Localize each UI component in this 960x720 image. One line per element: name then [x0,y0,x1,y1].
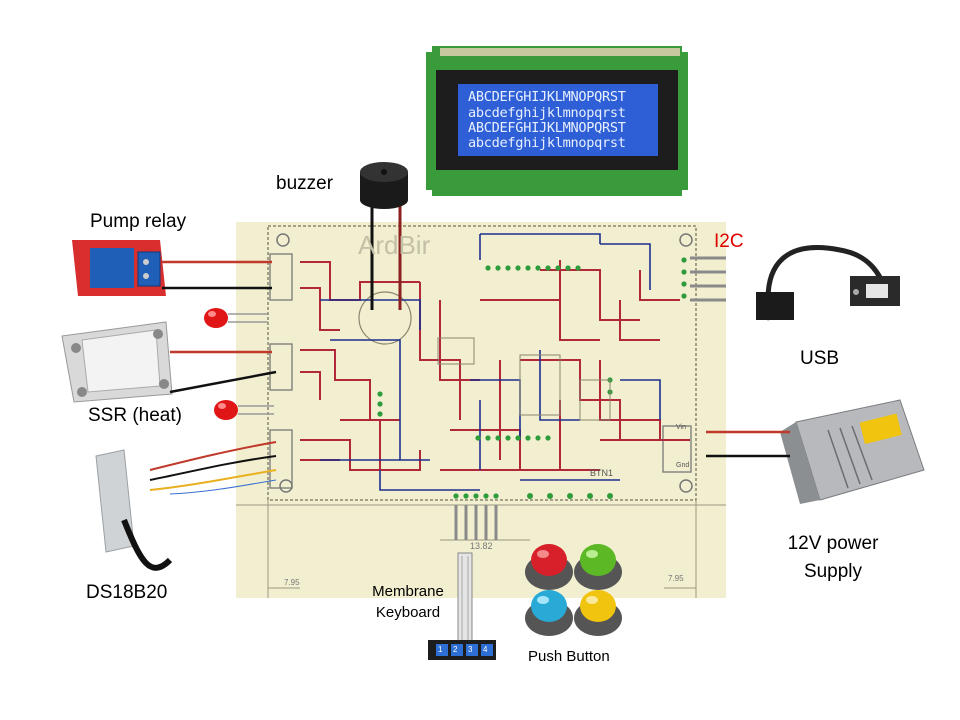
label-power-line2: Supply [778,561,888,583]
pcb-btn-label: BTN1 [590,468,613,478]
label-ds18b20: DS18B20 [86,582,167,604]
label-i2c: I2C [714,231,744,253]
keypad-key-2: 2 [453,645,457,654]
lcd-line-1: ABCDEFGHIJKLMNOPQRST [468,89,626,105]
lcd-line-3: ABCDEFGHIJKLMNOPQRST [468,120,626,136]
label-power-line1: 12V power [778,533,888,555]
lcd-line-2: abcdefghijklmnopqrst [468,105,626,121]
pcb-dim-bottom: 13.82 [470,541,493,551]
keypad-key-3: 3 [468,645,472,654]
label-usb: USB [800,348,839,370]
pcb-dim-right: 7.95 [668,574,684,583]
pcb-title: ArdBir [358,230,430,261]
label-ssr: SSR (heat) [88,405,182,427]
label-buzzer: buzzer [276,173,333,195]
pcb-dim-left: 7.95 [284,578,300,587]
pcb-vin-label: Vin [676,424,686,431]
power-supply [706,400,924,504]
label-membrane-line2: Keyboard [358,604,458,621]
pcb-gnd-label: Gnd [676,462,689,469]
label-pump-relay: Pump relay [90,211,186,233]
keypad-key-4: 4 [483,645,487,654]
usb-cable [756,248,900,320]
label-membrane-line1: Membrane [358,583,458,600]
keypad-key-1: 1 [438,645,442,654]
lcd-line-4: abcdefghijklmnopqrst [468,135,626,151]
label-push-button: Push Button [528,648,610,665]
